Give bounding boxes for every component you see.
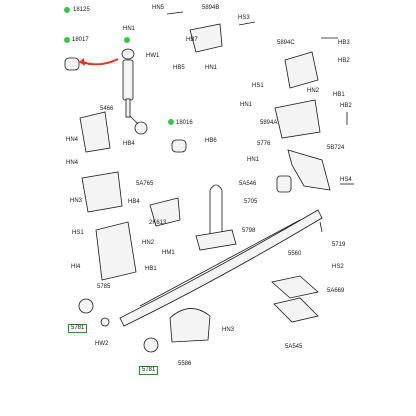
part-label: HS1 (252, 83, 264, 89)
part-label: HN5 (152, 5, 165, 11)
bushing-18017 (64, 57, 80, 71)
part-label: 5894C (277, 40, 295, 46)
part-label: HM1 (162, 250, 175, 256)
part-label: 5A765 (136, 181, 154, 187)
part-label: HN1 (123, 26, 136, 32)
part-label: 5776 (257, 141, 271, 147)
bolt-5719 (319, 221, 323, 233)
part-label: 2K613 (149, 220, 167, 226)
part-label: 5894A (260, 120, 278, 126)
part-label: HS3 (238, 15, 250, 21)
part-label: HS2 (332, 264, 344, 270)
part-label: 5560 (288, 251, 302, 257)
bumper-5586 (169, 308, 211, 343)
plate-5a545 (273, 297, 319, 323)
arrow-head-icon (79, 58, 85, 66)
washer-hw2 (100, 317, 110, 327)
part-label: 5466 (100, 106, 114, 112)
part-label: HN3 (70, 198, 83, 204)
arrow-icon (81, 58, 119, 66)
highlighted-part-label: 5781 (68, 324, 88, 333)
part-label: HN2 (307, 88, 320, 94)
part-label: 5785 (97, 284, 111, 290)
part-label: HN3 (222, 327, 235, 333)
shock-absorber (121, 48, 148, 135)
part-label: 5586 (178, 361, 192, 367)
leaf-spring-5560 (119, 209, 323, 327)
part-label: 5B724 (327, 145, 345, 151)
part-label: 18017 (72, 37, 89, 43)
part-label: 5A669 (327, 288, 345, 294)
part-label: HN1 (247, 157, 260, 163)
hanger-5785 (95, 221, 137, 281)
bracket-2k613 (149, 197, 181, 227)
bumper-5a546 (276, 175, 292, 193)
part-label: HB4 (128, 199, 140, 205)
part-label: HB7 (186, 37, 198, 43)
bolt-hs3 (238, 21, 256, 26)
part-label: HB1 (333, 92, 345, 98)
part-label: 18016 (176, 120, 193, 126)
marker-dot-icon (64, 37, 70, 43)
bracket-5a765 (81, 171, 123, 213)
bushing-5781-b (143, 337, 159, 353)
bracket-5894c (284, 51, 319, 89)
marker-dot-icon (124, 37, 130, 43)
part-label: HW1 (146, 53, 160, 59)
part-label: HB2 (340, 103, 352, 109)
part-label: HN4 (66, 160, 79, 166)
part-label: HB1 (145, 266, 157, 272)
part-label: HN4 (66, 137, 79, 143)
part-label: 5798 (242, 228, 256, 234)
part-label: 5A546 (239, 181, 257, 187)
marker-dot-icon (64, 7, 70, 13)
part-label: HB2 (338, 58, 350, 64)
bushing-5781-a (78, 298, 94, 314)
bushing-18016 (171, 139, 187, 153)
part-label: HI4 (71, 264, 81, 270)
bolt-hn1 (166, 11, 184, 15)
part-label: HB6 (205, 138, 217, 144)
part-label: HB5 (173, 65, 185, 71)
part-label: 5894B (202, 5, 220, 11)
part-label: HB4 (123, 141, 135, 147)
part-label: HS4 (340, 177, 352, 183)
part-label: HN2 (142, 240, 155, 246)
bracket-5a669 (271, 275, 319, 299)
legend-label: 18125 (73, 7, 90, 13)
part-label: HW2 (95, 341, 109, 347)
part-label: HN1 (240, 102, 253, 108)
highlighted-part-label: 5781 (139, 366, 159, 375)
plate-5798 (195, 229, 237, 251)
part-label: HB3 (338, 40, 350, 46)
part-label: 5705 (244, 199, 258, 205)
hanger-5466 (79, 111, 111, 153)
leaf-spring-line (139, 219, 301, 307)
part-label: 5719 (332, 242, 346, 248)
part-label: HS1 (72, 230, 84, 236)
marker-dot-icon (168, 119, 174, 125)
part-label: 5A545 (285, 344, 303, 350)
bracket-5894a (274, 99, 321, 139)
part-label: HN1 (205, 65, 218, 71)
shackle-5776 (287, 149, 331, 191)
bracket-5894b (189, 23, 223, 53)
